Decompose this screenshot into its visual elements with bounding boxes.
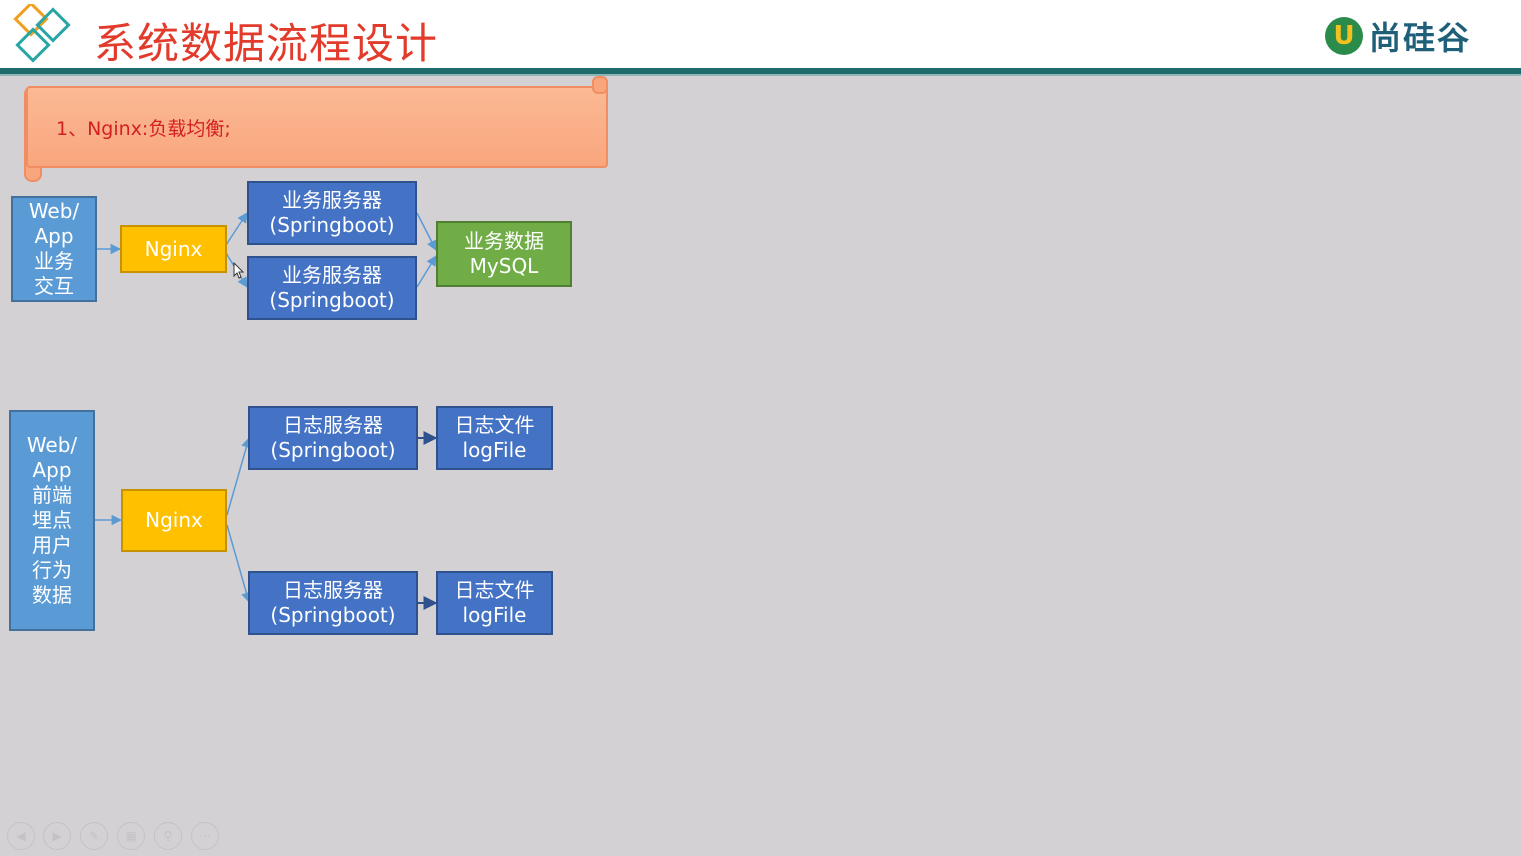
brand-logo: U 尚硅谷 <box>1325 16 1472 57</box>
mysql-box: 业务数据 MySQL <box>436 221 572 287</box>
more-icon[interactable]: ⋯ <box>191 822 219 850</box>
brand-mark-icon: U <box>1325 17 1363 55</box>
business-server-box-1: 业务服务器 (Springboot) <box>247 181 417 245</box>
slide-header: 系统数据流程设计 U 尚硅谷 <box>0 0 1521 68</box>
pen-icon[interactable]: ✎ <box>80 822 108 850</box>
nginx-box-top: Nginx <box>120 225 227 273</box>
slides-icon[interactable]: ▦ <box>117 822 145 850</box>
diamond-logo-icon <box>13 4 71 63</box>
frontend-tracking-client-box: Web/ App 前端 埋点 用户 行为 数据 <box>9 410 95 631</box>
note-scroll <box>26 86 608 168</box>
arrow-nginx-logserver1 <box>226 436 252 516</box>
log-server-label-1: 日志服务器 (Springboot) <box>270 413 396 462</box>
frontend-tracking-client-label: Web/ App 前端 埋点 用户 行为 数据 <box>26 433 78 607</box>
business-server-label-1: 业务服务器 (Springboot) <box>269 188 395 237</box>
log-file-box-2: 日志文件 logFile <box>436 571 553 635</box>
web-app-client-box: Web/ App 业务 交互 <box>11 196 97 302</box>
log-server-label-2: 日志服务器 (Springboot) <box>270 578 396 627</box>
nginx-label-top: Nginx <box>144 236 203 261</box>
arrow-server1-db <box>416 212 437 251</box>
header-divider-light <box>0 74 1521 76</box>
log-server-box-2: 日志服务器 (Springboot) <box>248 571 418 635</box>
nginx-box-bottom: Nginx <box>121 489 227 552</box>
note-text: 1、Nginx:负载均衡; <box>56 118 231 140</box>
zoom-icon[interactable]: ⚲ <box>154 822 182 850</box>
business-server-label-2: 业务服务器 (Springboot) <box>269 263 395 312</box>
mysql-label: 业务数据 MySQL <box>464 229 544 278</box>
arrow-nginx-server1-top <box>225 212 248 246</box>
log-file-label-2: 日志文件 logFile <box>454 578 535 627</box>
business-server-box-2: 业务服务器 (Springboot) <box>247 256 417 320</box>
nginx-label-bottom: Nginx <box>145 508 203 532</box>
brand-name: 尚硅谷 <box>1369 19 1472 57</box>
web-app-client-label: Web/ App 业务 交互 <box>28 199 80 298</box>
header-divider <box>0 68 1521 74</box>
arrow-nginx-logserver2 <box>226 524 252 604</box>
mouse-cursor-icon <box>233 262 245 279</box>
log-file-label-1: 日志文件 logFile <box>454 413 535 462</box>
scroll-curl-right <box>592 76 608 94</box>
prev-icon[interactable]: ◀ <box>7 822 35 850</box>
next-icon[interactable]: ▶ <box>43 822 71 850</box>
log-server-box-1: 日志服务器 (Springboot) <box>248 406 418 470</box>
page-title: 系统数据流程设计 <box>94 19 439 68</box>
log-file-box-1: 日志文件 logFile <box>436 406 553 470</box>
arrow-server2-db <box>416 255 437 288</box>
